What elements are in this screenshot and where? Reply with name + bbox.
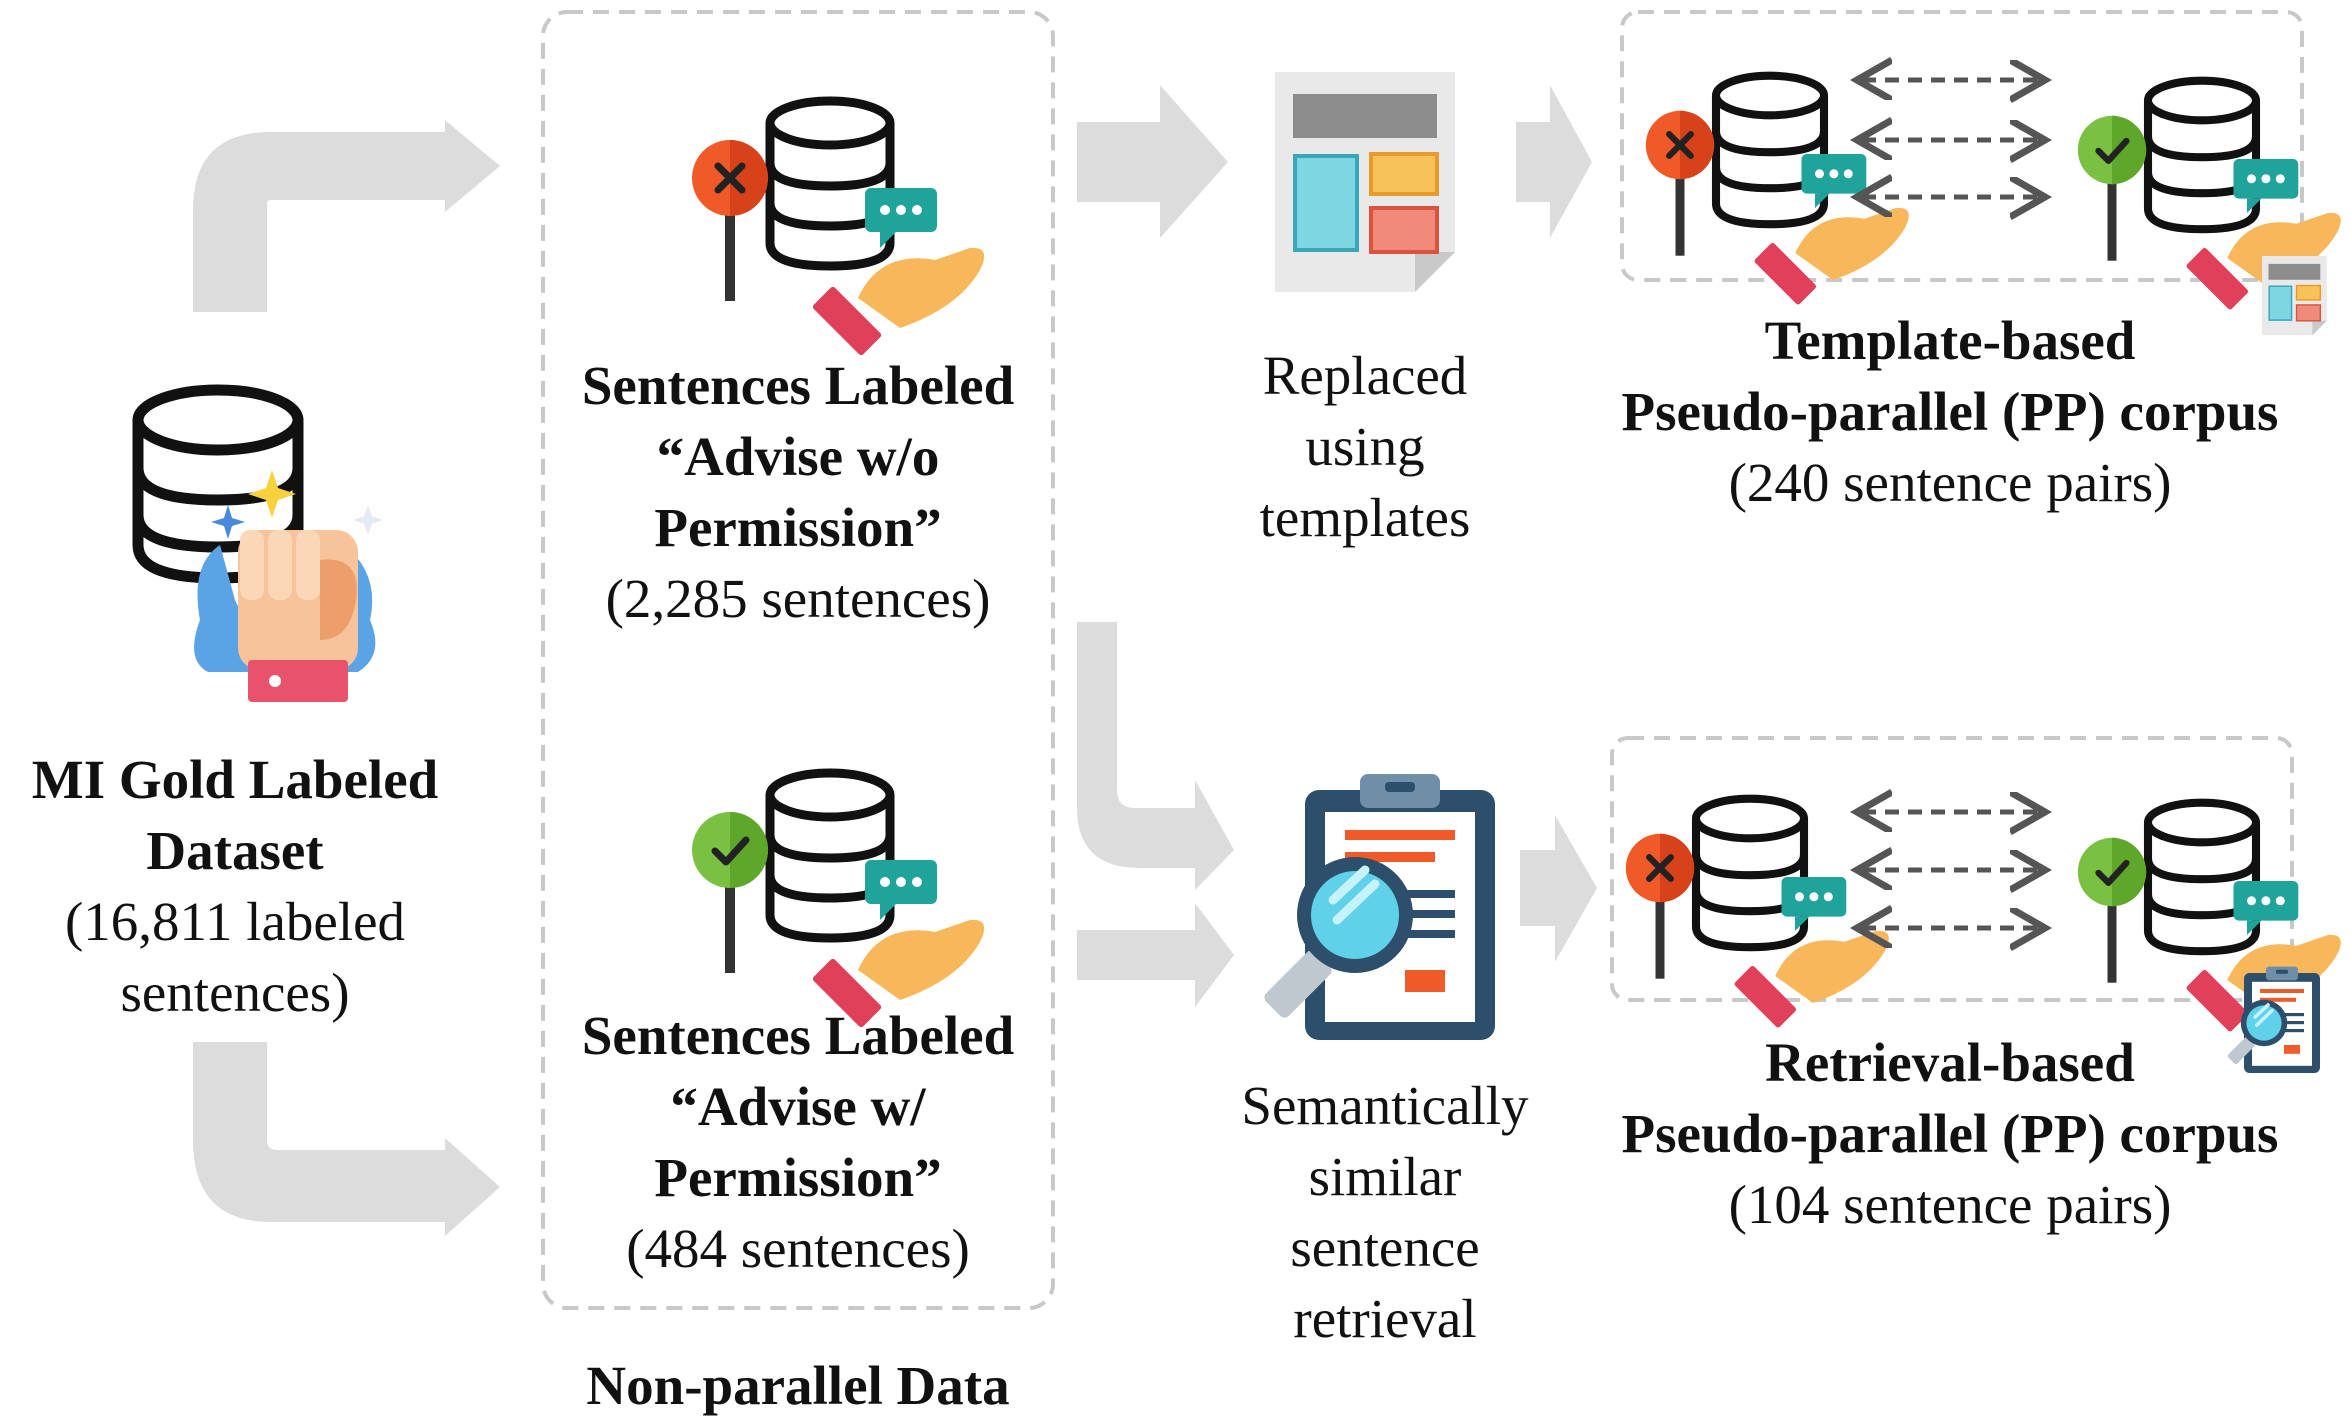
retrieval-step-line: sentence (1290, 1217, 1480, 1278)
group-without-title-line: “Advise w/o (656, 426, 940, 487)
group-without-title-line: Permission” (654, 497, 942, 558)
template-corpus-box (1620, 10, 2304, 282)
clipboard-magnifier-icon (1262, 774, 1495, 1040)
database-reject-icon (692, 101, 984, 356)
retrieval-corpus-count: (104 sentence pairs) (1728, 1174, 2172, 1235)
template-step-line: using (1305, 416, 1425, 477)
retrieval-corpus-label: Retrieval-based Pseudo-parallel (PP) cor… (1580, 1027, 2320, 1240)
source-title-line: MI Gold Labeled (31, 749, 439, 810)
database-fist-icon (132, 384, 383, 702)
template-corpus-count: (240 sentence pairs) (1728, 452, 2172, 513)
retrieval-step-line: Semantically (1241, 1075, 1529, 1136)
arrow-retrieval-to-corpus (1520, 815, 1597, 962)
template-corpus-title-line: Pseudo-parallel (PP) corpus (1621, 381, 2279, 442)
retrieval-corpus-reject-icon (1626, 799, 1889, 1029)
template-corpus-title-line: Template-based (1764, 310, 2136, 371)
template-corpus-reject-icon (1646, 76, 1909, 306)
retrieval-corpus-title-line: Retrieval-based (1765, 1032, 2135, 1093)
arrow-template-to-corpus (1516, 85, 1592, 238)
group-without-count: (2,285 sentences) (605, 568, 991, 629)
template-step-line: Replaced (1262, 345, 1468, 406)
database-accept-icon (692, 773, 984, 1028)
arrow-without-to-template (1077, 85, 1228, 238)
retrieval-step-line: retrieval (1293, 1288, 1477, 1349)
group-with-title-line: Permission” (654, 1147, 942, 1208)
non-parallel-box (541, 10, 1055, 1310)
group-without-label: Sentences Labeled “Advise w/o Permission… (548, 350, 1048, 634)
arrow-without-to-retrieval (1077, 622, 1234, 890)
group-with-count: (484 sentences) (626, 1218, 970, 1279)
arrow-source-to-with (193, 1042, 500, 1236)
retrieval-step-line: similar (1308, 1146, 1462, 1207)
retrieval-corpus-title-line: Pseudo-parallel (PP) corpus (1621, 1103, 2279, 1164)
template-step-line: templates (1259, 487, 1471, 548)
arrow-with-to-retrieval (1077, 903, 1234, 1007)
source-title-line: Dataset (146, 820, 324, 881)
template-corpus-pair (1646, 76, 2341, 336)
arrow-source-to-without (193, 120, 500, 312)
group-with-title-line: “Advise w/ (670, 1076, 926, 1137)
template-step-label: Replaced using templates (1215, 340, 1515, 553)
source-label: MI Gold Labeled Dataset (16,811 labeled … (0, 744, 470, 1028)
group-without-title-line: Sentences Labeled (581, 355, 1015, 416)
group-with-label: Sentences Labeled “Advise w/ Permission”… (548, 1000, 1048, 1284)
template-document-icon (1273, 70, 1457, 294)
retrieval-corpus-pair (1626, 799, 2341, 1075)
group-with-title-line: Sentences Labeled (581, 1005, 1015, 1066)
retrieval-corpus-box (1610, 736, 2294, 1002)
source-count-line: sentences) (120, 962, 350, 1023)
retrieval-step-label: Semantically similar sentence retrieval (1205, 1070, 1565, 1354)
flow-arrows (193, 85, 1597, 1236)
non-parallel-caption: Non-parallel Data (586, 1355, 1010, 1416)
template-corpus-label: Template-based Pseudo-parallel (PP) corp… (1580, 305, 2320, 518)
source-count-line: (16,811 labeled (64, 891, 406, 952)
